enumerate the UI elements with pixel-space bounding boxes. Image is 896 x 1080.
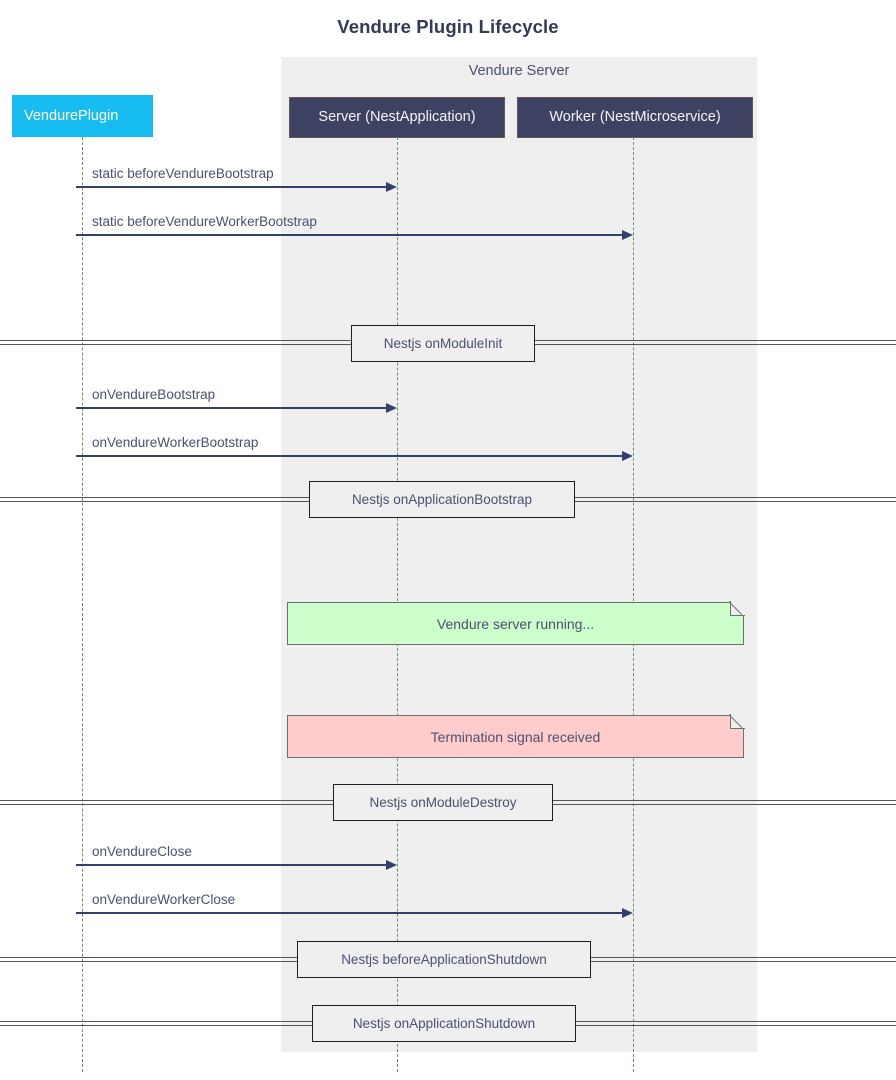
participant-worker[interactable]: Worker (NestMicroservice) (517, 97, 753, 138)
message-label: onVendureClose (92, 844, 192, 859)
divider-box: Nestjs onApplicationShutdown (312, 1005, 576, 1042)
message-arrow-head (622, 908, 633, 918)
divider-label: Nestjs onModuleDestroy (369, 795, 517, 810)
note-body (287, 602, 744, 645)
message-label: static beforeVendureWorkerBootstrap (92, 214, 317, 229)
message-arrow-head (622, 230, 633, 240)
message-arrow-line (76, 912, 628, 914)
message-arrow-head (386, 182, 397, 192)
message-arrow-head (386, 403, 397, 413)
note-termination-signal: Termination signal received (287, 714, 745, 758)
participant-label: VendurePlugin (24, 107, 119, 124)
divider-box: Nestjs beforeApplicationShutdown (297, 941, 591, 978)
divider-label: Nestjs onModuleInit (383, 336, 503, 351)
message-label: onVendureWorkerClose (92, 892, 236, 907)
page-title: Vendure Plugin Lifecycle (337, 16, 559, 37)
message-arrow-line (76, 864, 392, 866)
participant-label: Worker (NestMicroservice) (549, 109, 721, 126)
group-label: Vendure Server (468, 63, 570, 79)
note-label: Vendure server running... (436, 615, 595, 632)
participant-server[interactable]: Server (NestApplication) (289, 97, 505, 138)
message-arrow-line (76, 234, 628, 236)
note-body (287, 715, 744, 758)
message-label: static beforeVendureBootstrap (92, 166, 274, 181)
message-arrow-head (386, 860, 397, 870)
note-label: Termination signal received (430, 728, 601, 745)
participant-vendure-plugin[interactable]: VendurePlugin (12, 95, 153, 137)
message-arrow-line (76, 455, 628, 457)
divider-label: Nestjs beforeApplicationShutdown (341, 952, 547, 967)
divider-box: Nestjs onModuleInit (351, 325, 535, 362)
divider-box: Nestjs onModuleDestroy (333, 784, 553, 821)
group-box-vendure-server (281, 57, 757, 1052)
divider-box: Nestjs onApplicationBootstrap (309, 481, 575, 518)
message-arrow-line (76, 186, 392, 188)
divider-label: Nestjs onApplicationBootstrap (351, 492, 533, 507)
message-label: onVendureBootstrap (92, 387, 216, 402)
participant-label: Server (NestApplication) (318, 109, 476, 126)
message-label: onVendureWorkerBootstrap (92, 435, 259, 450)
divider-label: Nestjs onApplicationShutdown (352, 1016, 536, 1031)
lifeline-vendure-plugin (82, 137, 83, 1072)
note-vendure-server-running: Vendure server running... (287, 601, 745, 645)
message-arrow-line (76, 407, 392, 409)
message-arrow-head (622, 451, 633, 461)
